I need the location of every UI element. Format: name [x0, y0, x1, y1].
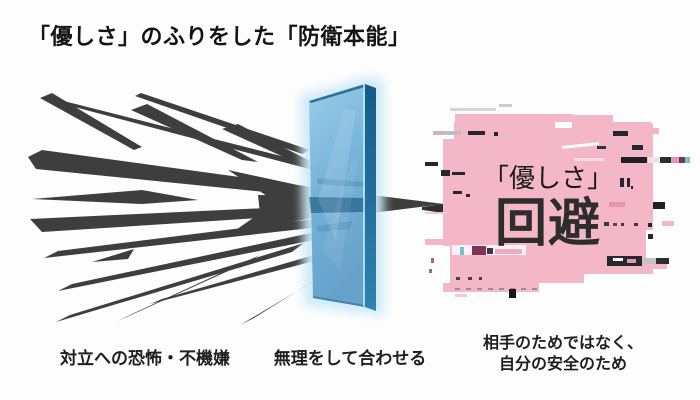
label-conflict-fear: 対立への恐怖・不機嫌 [60, 349, 230, 368]
label-self-safety-line2: 自分の安全のため [498, 356, 627, 373]
avoidance-box-quote: 「優しさ」 [482, 164, 613, 193]
label-self-safety: 相手のためではなく、 自分の安全のため [450, 333, 676, 375]
avoidance-box-word: 回避 [494, 195, 601, 253]
label-self-safety-line1: 相手のためではなく、 [482, 335, 643, 352]
label-forced-conformity: 無理をして合わせる [273, 349, 427, 368]
page-title: 「優しさ」のふりをした「防衛本能」 [28, 24, 411, 49]
glass-panel-icon [300, 76, 384, 316]
